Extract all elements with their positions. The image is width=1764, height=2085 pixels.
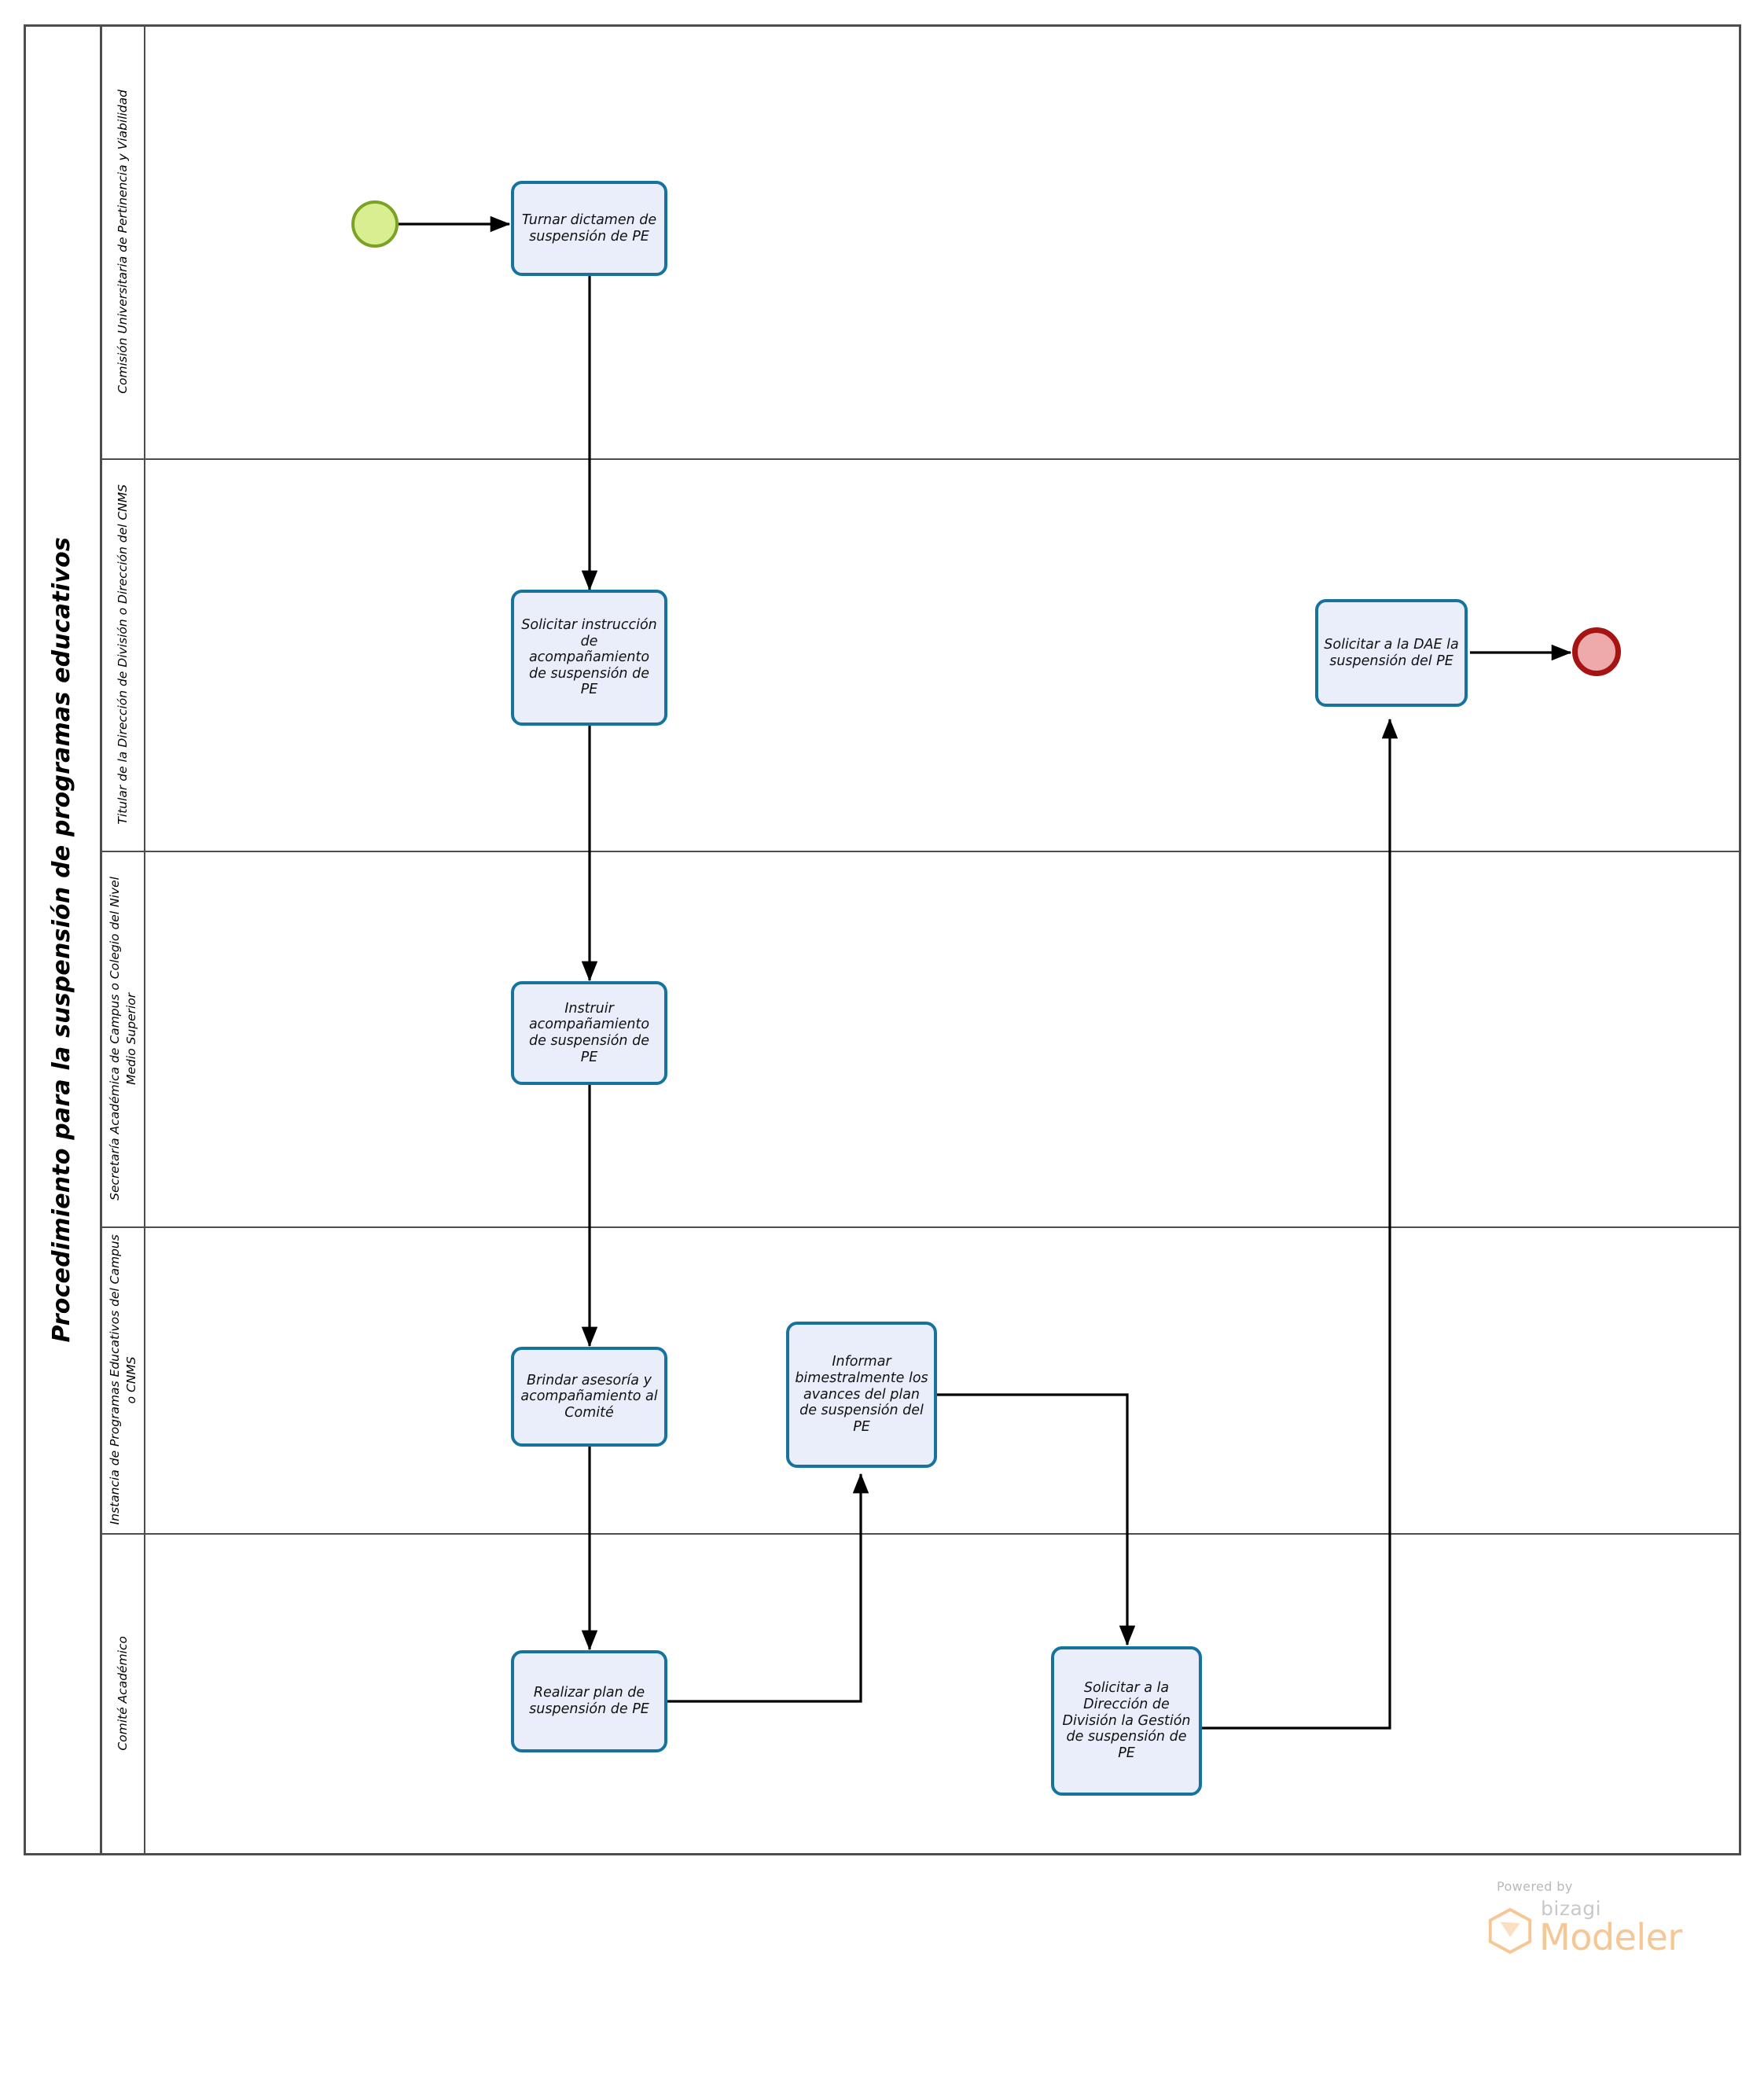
task-instruir-acompanamiento[interactable]: Instruir acompañamiento de suspensión de… [511,981,667,1085]
bizagi-logo-icon [1488,1907,1532,1954]
powered-by-label: Powered by [1497,1879,1573,1894]
lane-instancia: Instancia de Programas Educativos del Ca… [102,1226,1739,1533]
lane-header-comision: Comisión Universitaria de Pertinencia y … [102,24,145,458]
start-event[interactable] [351,200,399,248]
task-solicitar-gestion[interactable]: Solicitar a la Dirección de División la … [1051,1646,1202,1796]
lane-separator [102,1226,1739,1228]
lane-header-comite: Comité Académico [102,1533,145,1853]
lane-label-comision: Comisión Universitaria de Pertinencia y … [116,89,130,394]
lane-comision: Comisión Universitaria de Pertinencia y … [102,24,1739,458]
task-realizar-plan[interactable]: Realizar plan de suspensión de PE [511,1650,667,1752]
task-brindar-asesoria[interactable]: Brindar asesoría y acompañamiento al Com… [511,1347,667,1447]
lane-header-secretaria: Secretaría Académica de Campus o Colegio… [102,851,145,1226]
modeler-wordmark: Modeler [1539,1916,1682,1958]
lane-separator [102,851,1739,852]
end-event[interactable] [1572,627,1621,676]
lane-label-instancia: Instancia de Programas Educativos del Ca… [107,1234,138,1525]
bizagi-branding: Powered by bizagi Modeler [1486,1879,1722,1981]
pool [24,24,1741,1855]
lane-secretaria: Secretaría Académica de Campus o Colegio… [102,851,1739,1226]
task-solicitar-dae[interactable]: Solicitar a la DAE la suspensión del PE [1315,599,1468,707]
lane-label-titular: Titular de la Dirección de División o Di… [116,484,130,825]
task-informar-bimestralmente[interactable]: Informar bimestralmente los avances del … [786,1322,937,1468]
lane-titular: Titular de la Dirección de División o Di… [102,458,1739,851]
lane-separator [102,1533,1739,1535]
pool-title: Procedimiento para la suspensión de prog… [24,24,102,1855]
pool-title-label: Procedimiento para la suspensión de prog… [48,537,75,1343]
lane-separator [102,458,1739,460]
lane-comite: Comité Académico [102,1533,1739,1853]
lane-label-secretaria: Secretaría Académica de Campus o Colegio… [107,877,138,1201]
task-solicitar-instruccion[interactable]: Solicitar instrucción de acompañamiento … [511,590,667,726]
lane-label-comite: Comité Académico [116,1635,130,1751]
lane-header-instancia: Instancia de Programas Educativos del Ca… [102,1226,145,1533]
lane-header-titular: Titular de la Dirección de División o Di… [102,458,145,851]
task-turnar-dictamen[interactable]: Turnar dictamen de suspensión de PE [511,181,667,276]
bizagi-wordmark: bizagi [1541,1897,1602,1920]
